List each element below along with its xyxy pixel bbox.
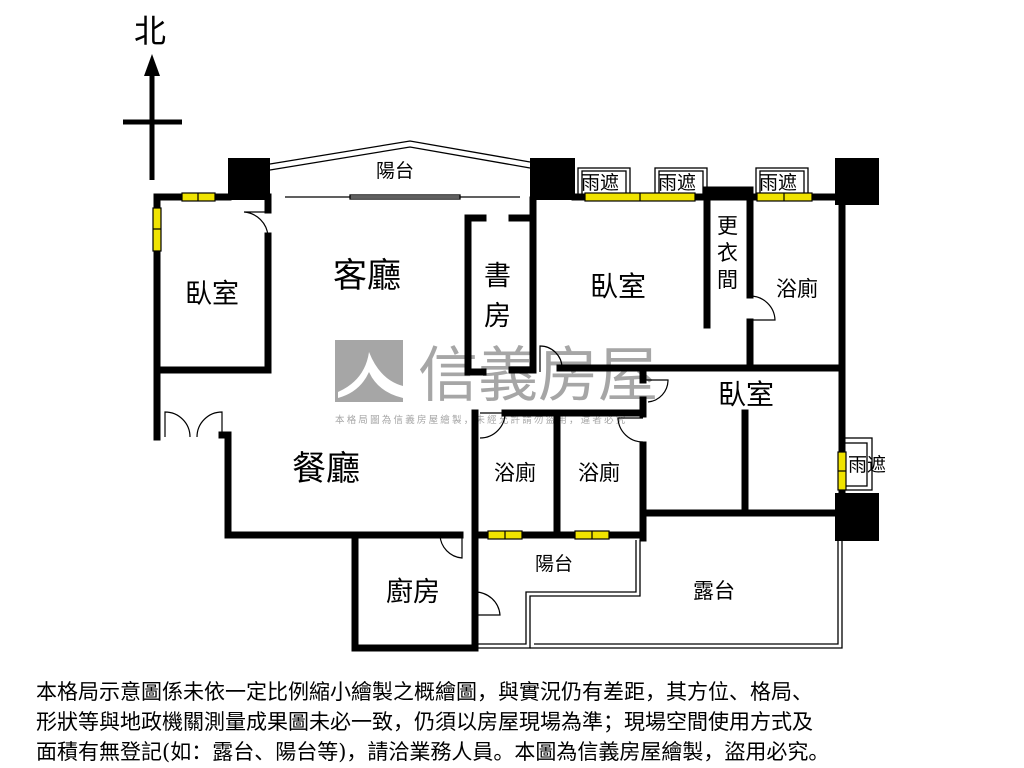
label-balcony-bottom: 陽台 (535, 553, 573, 575)
watermark-brand: 信義房屋 (418, 341, 658, 411)
door-bath-1 (479, 412, 506, 439)
label-awning-1: 雨遮 (581, 172, 619, 194)
label-closet-1: 更 (717, 214, 738, 238)
watermark-subtext: 本格局圖為信義房屋繪製，未經允許請勿盜用，違者必究 (335, 414, 628, 426)
door-entrance (164, 411, 223, 438)
label-closet-3: 間 (717, 268, 738, 292)
label-bedroom-left: 臥室 (185, 279, 239, 309)
disclaimer-line: 形狀等與地政機關測量成果圖未必一致，仍須以房屋現場為準；現場空間使用方式及 (36, 710, 813, 734)
label-bedroom-third: 臥室 (718, 379, 774, 411)
label-awning-3: 雨遮 (759, 172, 797, 194)
label-awning-2: 雨遮 (658, 172, 696, 194)
disclaimer: 本格局示意圖係未依一定比例縮小繪製之概繪圖，與實況仍有差距，其方位、格局、 形狀… (36, 677, 1016, 767)
label-bath-master: 浴廁 (776, 277, 818, 301)
disclaimer-line: 本格局示意圖係未依一定比例縮小繪製之概繪圖，與實況仍有差距，其方位、格局、 (36, 680, 813, 704)
label-closet-2: 衣 (717, 241, 738, 265)
label-study-2: 房 (484, 301, 511, 331)
pillars (228, 158, 879, 541)
watermark-logo-mark (338, 352, 403, 398)
label-living-room: 客廳 (333, 257, 401, 295)
north-label: 北 (134, 13, 166, 49)
label-balcony-top: 陽台 (376, 160, 414, 182)
doors (164, 211, 776, 616)
label-terrace: 露台 (693, 579, 735, 603)
door-bedroom-left (243, 211, 269, 237)
windows (152, 192, 847, 540)
label-kitchen: 廚房 (386, 577, 440, 607)
arrow-up-icon (144, 54, 160, 76)
room-labels: 陽台 客廳 臥室 書 房 臥室 更 衣 間 浴廁 臥室 餐廳 浴廁 浴廁 廚房 … (185, 160, 886, 607)
label-dining-room: 餐廳 (292, 450, 360, 488)
door-bath-2 (617, 417, 644, 443)
door-kitchen (439, 534, 463, 559)
label-bath-2: 浴廁 (578, 461, 620, 485)
door-bedroom-third (643, 379, 669, 403)
disclaimer-line: 面積有無登記(如：露台、陽台等)，請洽業務人員。本圖為信義房屋繪製，盜用必究。 (36, 740, 830, 764)
door-balcony (474, 591, 501, 616)
door-study (539, 345, 563, 372)
north-arrow: 北 (123, 13, 182, 180)
label-study-1: 書 (484, 261, 511, 291)
label-bedroom-master: 臥室 (590, 271, 646, 303)
label-awning-4: 雨遮 (848, 454, 886, 476)
label-bath-1: 浴廁 (494, 461, 536, 485)
watermark: 信義房屋 本格局圖為信義房屋繪製，未經允許請勿盜用，違者必究 (335, 340, 658, 426)
door-master-bath (749, 295, 776, 321)
